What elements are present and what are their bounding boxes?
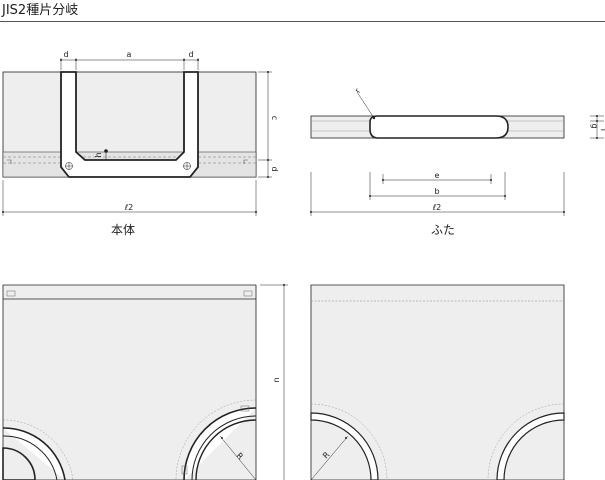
dim-label-d-right: d — [188, 50, 193, 59]
dim-label-c: c — [270, 116, 279, 120]
body-plan-view: R n — [2, 284, 288, 480]
dim-label-R-body: R — [235, 451, 246, 462]
lid-section-view: r g f e b ℓ2 ふた — [310, 86, 605, 237]
dim-label-n: n — [272, 377, 281, 382]
body-section-view: d a d c d h ℓ2 本体 — [2, 50, 279, 237]
u-channel — [60, 71, 199, 178]
lid-caption: ふた — [431, 223, 455, 237]
bolt-right-icon — [183, 162, 191, 170]
dim-label-a: a — [127, 50, 132, 59]
dim-label-f: f — [599, 129, 605, 132]
dim-label-h: h — [94, 152, 103, 157]
dim-label-b: b — [434, 187, 439, 196]
dim-label-l2-lid: ℓ2 — [432, 203, 441, 212]
lid-plan-view: R — [310, 284, 565, 480]
dim-label-g: g — [590, 123, 599, 128]
dim-label-d-side: d — [270, 166, 279, 171]
lid-plan-outline — [310, 284, 565, 480]
page-title: JIS2種片分岐 — [2, 3, 79, 18]
dim-label-r: r — [353, 86, 363, 94]
dim-label-l2-body: ℓ2 — [124, 203, 133, 212]
dim-label-R-lid: R — [321, 450, 332, 461]
lid-plate — [369, 115, 509, 139]
title-divider — [0, 21, 605, 22]
bolt-left-icon — [65, 162, 73, 170]
dim-label-e: e — [435, 171, 440, 180]
body-plan-outline — [2, 284, 257, 480]
body-caption: 本体 — [111, 223, 135, 237]
dim-label-d-left: d — [63, 50, 68, 59]
